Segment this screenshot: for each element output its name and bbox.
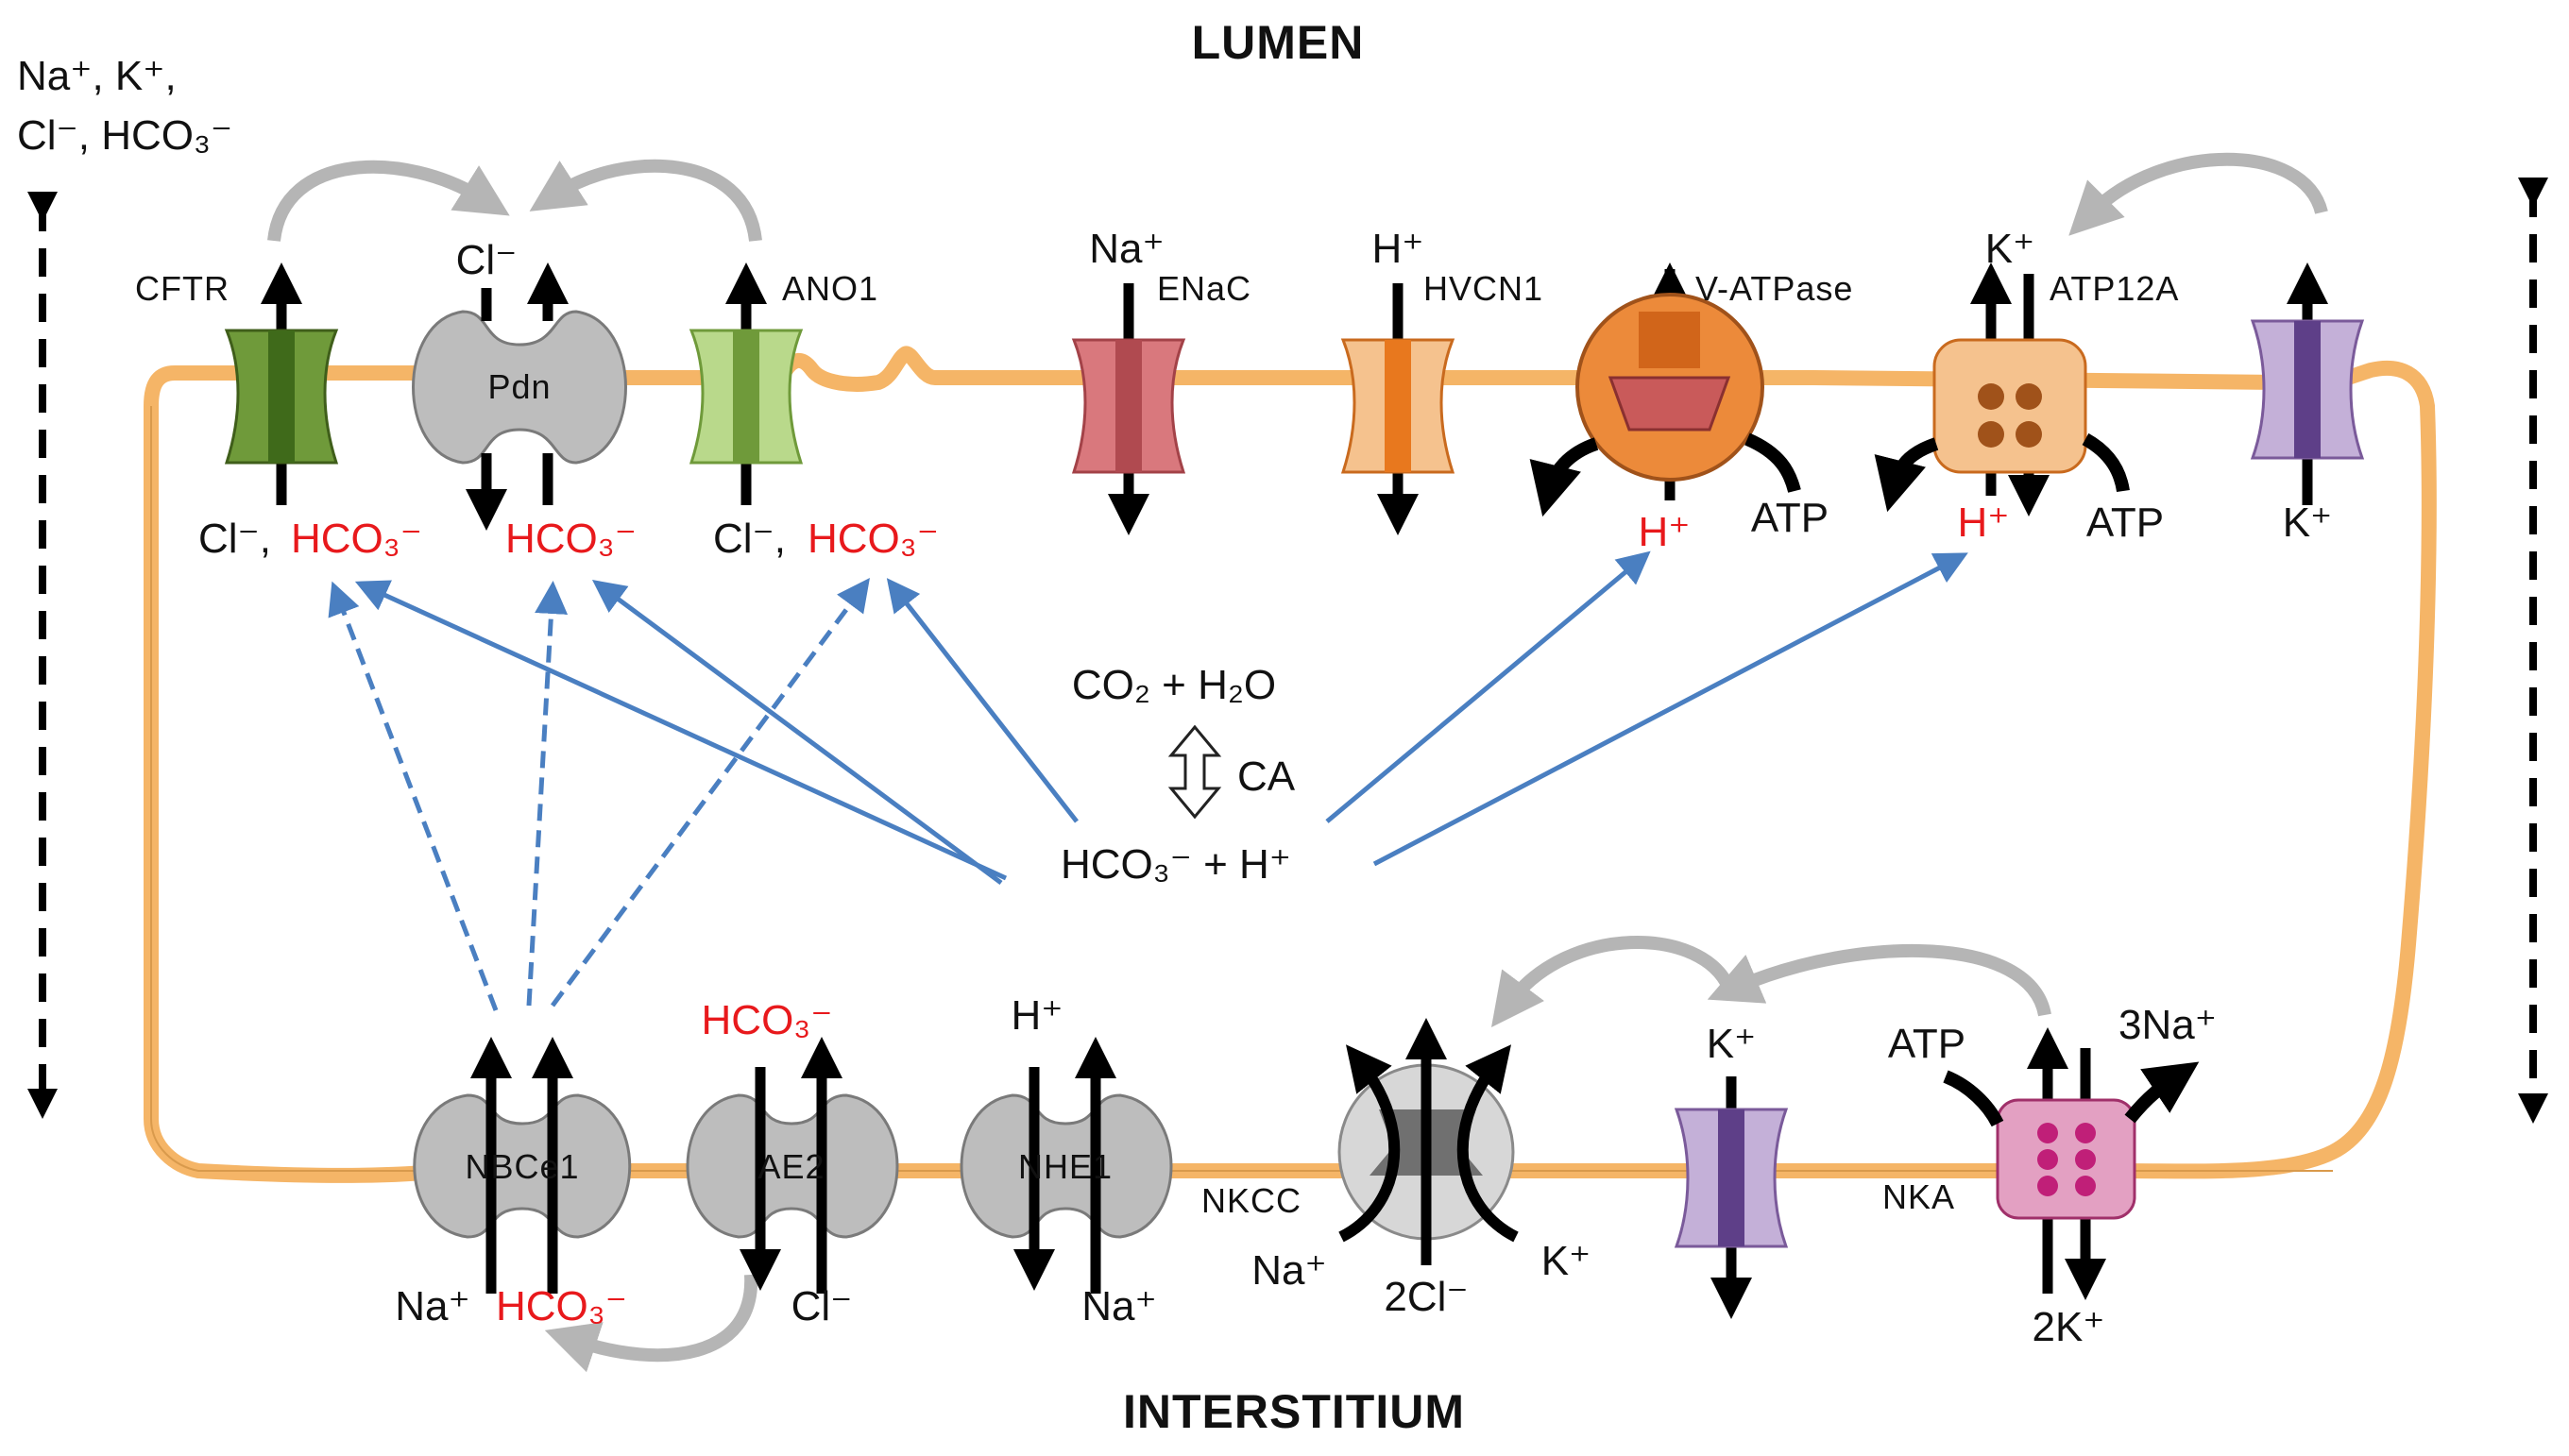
cftr-channel [224,262,339,505]
signal-arrows [354,550,1968,886]
nbce1-label: NBCe1 [465,1147,579,1186]
cftr-cl-ion: Cl⁻, [198,516,271,562]
ano1-label: ANO1 [782,269,878,308]
enac-na-ion: Na⁺ [1089,226,1164,272]
nbc-na-ion: Na⁺ [395,1283,469,1329]
coupling-arrow-ano1-pdn [529,159,762,242]
nkcc-label: NKCC [1201,1181,1302,1220]
nhe1-h-ion: H⁺ [1012,992,1063,1039]
basolateral-k-ion: K⁺ [1707,1021,1757,1067]
coupling-arrow-k-atp12a [2068,152,2328,236]
nka-2k-ion: 2K⁺ [2032,1304,2104,1350]
cftr-label: CFTR [135,269,230,308]
ae2-label: AE2 [757,1147,825,1186]
atp12a-k-ion: K⁺ [1985,226,2035,272]
ano1-hco3-ion: HCO₃⁻ [808,516,939,562]
nhe1-exchanger [960,1037,1173,1294]
paracellular-ions-line2: Cl⁻, HCO₃⁻ [17,112,232,159]
ca-label: CA [1237,753,1296,800]
nkcc-cotransporter [1337,1018,1519,1265]
nka-atp: ATP [1888,1021,1965,1067]
coupling-arrow-nka-k [1707,943,2051,1017]
co2-h2o-label: CO₂ + H₂O [1072,662,1276,708]
pdn-label: Pdn [487,367,551,406]
nkcc-2cl-ion: 2Cl⁻ [1384,1274,1468,1320]
nkcc-k-ion: K⁺ [1541,1238,1591,1284]
ae2-hco3-ion: HCO₃⁻ [702,997,833,1043]
coupling-arrow-cftr-pdn [267,160,510,242]
ae2-cl-ion: Cl⁻ [791,1283,853,1329]
ca-double-arrow [1167,724,1222,820]
cftr-hco3-ion: HCO₃⁻ [291,516,422,562]
coupling-arrow-ae2-nbc [544,1274,758,1373]
vatpase-pump [1529,262,1801,517]
basolateral-k-channel [1674,1076,1789,1319]
hvcn1-label: HVCN1 [1423,269,1543,308]
apical-k-ion: K⁺ [2283,499,2333,546]
cell-membrane-edge [150,406,2333,1172]
enac-label: ENaC [1157,269,1251,308]
nka-label: NKA [1882,1177,1955,1216]
coupling-arrow-k-nkcc [1490,936,1735,1027]
vatpase-h-ion: H⁺ [1639,509,1691,555]
ano1-channel [689,262,804,505]
ano1-cl-ion: Cl⁻, [713,516,786,562]
hvcn1-channel [1340,283,1455,535]
nhe1-na-ion: Na⁺ [1081,1283,1156,1329]
ae2-exchanger [686,1037,899,1294]
atp12a-pump [1874,262,2130,516]
enac-channel [1071,283,1186,535]
lumen-label: LUMEN [1192,16,1365,69]
hco3-h-label: HCO₃⁻ + H⁺ [1061,841,1291,888]
atp12a-label: ATP12A [2050,269,2179,308]
pdn-cl-ion: Cl⁻ [456,237,518,283]
apical-k-channel [2250,262,2365,505]
nka-3na-ion: 3Na⁺ [2118,1002,2217,1048]
pdn-exchanger [412,262,627,531]
nhe1-label: NHE1 [1018,1147,1113,1186]
atp12a-h-ion: H⁺ [1958,499,2010,546]
paracellular-ions-line1: Na⁺, K⁺, [17,53,177,99]
nbc-hco3-ion: HCO₃⁻ [496,1283,627,1329]
nkcc-na-ion: Na⁺ [1251,1247,1326,1294]
vatpase-atp: ATP [1751,495,1829,541]
hvcn1-h-ion: H⁺ [1372,226,1424,272]
nka-pump [1943,1027,2200,1300]
nbc-dashed-arrows [328,577,870,1011]
pdn-hco3-ion: HCO₃⁻ [505,516,637,562]
atp12a-atp: ATP [2086,499,2164,546]
interstitium-label: INTERSTITIUM [1123,1385,1465,1438]
cell-membrane [144,346,2437,1183]
nbce1-cotransporter [413,1037,632,1294]
vatpase-label: V-ATPase [1695,269,1853,308]
